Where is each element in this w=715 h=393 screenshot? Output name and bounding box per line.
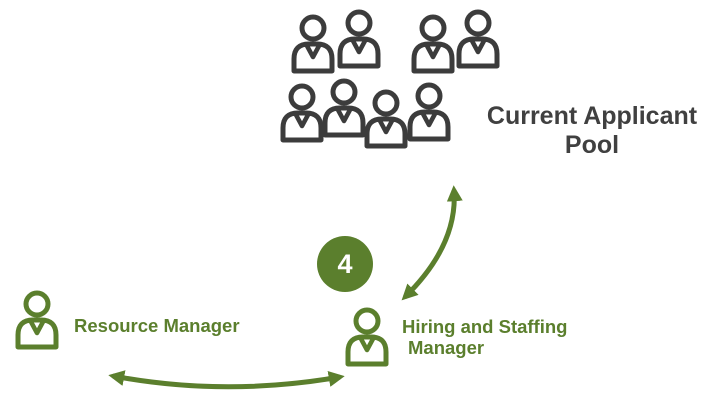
hiring-manager-label: Hiring and Staffing Manager: [402, 316, 567, 359]
manager-arrow: [108, 370, 345, 390]
applicant-person-icon: [414, 17, 452, 71]
applicant-person-icon: [410, 85, 448, 139]
applicant-person-icon: [283, 86, 321, 140]
resource-manager-label: Resource Manager: [74, 315, 240, 336]
applicant-pool-icons: [283, 12, 497, 146]
applicant-pool-label: Current Applicant Pool: [486, 102, 698, 159]
pool-arrow: [401, 185, 463, 301]
hiring-manager-label-line2: Manager: [408, 337, 485, 359]
resource-manager-person-icon: [18, 293, 56, 347]
applicant-person-icon: [367, 92, 405, 146]
applicant-person-icon: [294, 17, 332, 71]
step-badge: 4: [317, 236, 373, 292]
applicant-person-icon: [325, 81, 363, 135]
applicant-person-icon: [340, 12, 378, 66]
hiring-manager-label-line1: Hiring and Staffing: [402, 316, 568, 337]
hiring-manager-person-icon: [348, 310, 386, 364]
applicant-person-icon: [459, 12, 497, 66]
